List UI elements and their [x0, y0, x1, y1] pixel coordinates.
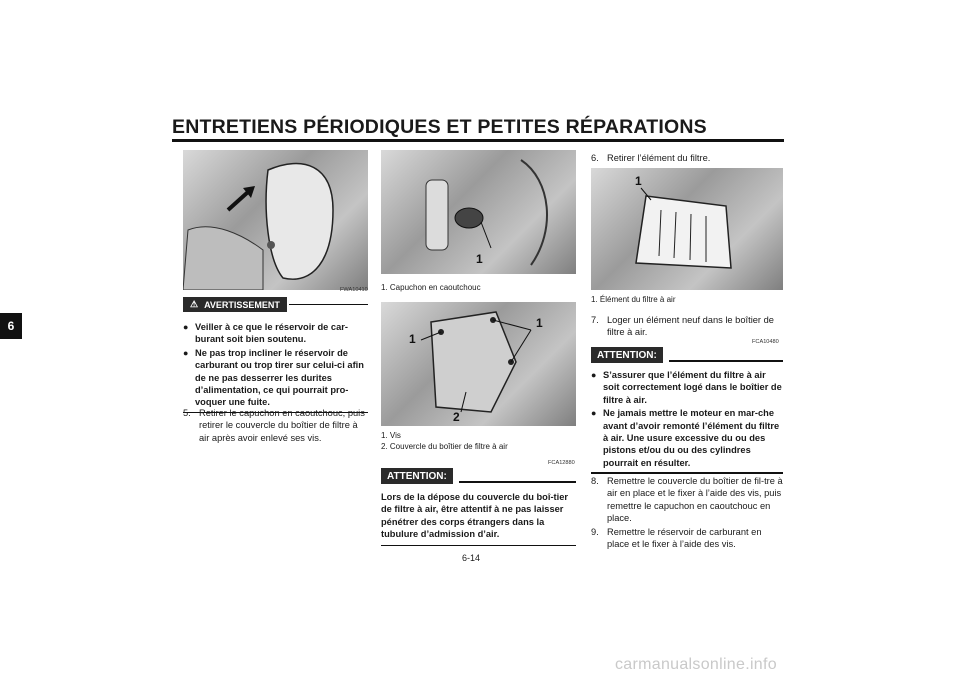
step-text: Loger un élément neuf dans le boîtier de…: [607, 315, 774, 338]
figure-caption: 1. Vis 2. Couvercle du boîtier de filtre…: [381, 430, 508, 452]
attention-rule: [668, 360, 783, 362]
attention-bullet: ● Ne jamais mettre le moteur en mar-che …: [591, 407, 783, 469]
warning-badge-label: AVERTISSEMENT: [204, 299, 280, 310]
step-number: 8.: [591, 476, 599, 486]
step-number: 6.: [591, 153, 599, 163]
caption-line: 2. Couvercle du boîtier de filtre à air: [381, 442, 508, 451]
step-number: 9.: [591, 526, 599, 537]
step-item: 5. Retirer le capuchon en caoutchouc, pu…: [183, 407, 368, 444]
page-title: ENTRETIENS PÉRIODIQUES ET PETITES RÉPARA…: [172, 116, 707, 138]
warning-rule: [288, 303, 368, 306]
air-filter-cover-drawing: [420, 311, 532, 413]
fuel-tank-drawing: [183, 162, 334, 290]
figure-caption: 1. Élément du filtre à air: [591, 294, 675, 305]
fuel-tank-lift-illustration: [183, 150, 368, 290]
step-number: 5.: [183, 408, 191, 418]
air-filter-cover-illustration: 1 1 2: [381, 302, 576, 426]
warning-bottom-rule: [183, 411, 368, 414]
warning-box: ⚠ AVERTISSEMENT ● Veiller à ce que le ré…: [183, 297, 368, 414]
attention-bullet-text: S’assurer que l’élément du filtre à air …: [603, 370, 782, 405]
rubber-cap-illustration: 1: [381, 150, 576, 274]
chapter-tab: 6: [0, 313, 22, 339]
caption-line: 1. Vis: [381, 431, 401, 440]
step-text: Retirer le capuchon en caoutchouc, puis …: [199, 408, 365, 443]
attention-code: FCA12880: [548, 460, 575, 466]
bullet-dot-icon: ●: [591, 370, 597, 380]
warning-badge: ⚠ AVERTISSEMENT: [183, 297, 287, 312]
warning-bullets: ● Veiller à ce que le réservoir de car-b…: [183, 321, 368, 409]
attention-badge: ATTENTION:: [591, 347, 663, 363]
warning-bullet-text: Ne pas trop incliner le réservoir de car…: [195, 347, 364, 408]
attention-box: ATTENTION: Lors de la dépose du couvercl…: [381, 468, 576, 547]
attention-bottom-rule: [591, 472, 783, 474]
attention-code: FCA10480: [752, 339, 779, 345]
rubber-cap-drawing: [425, 159, 548, 266]
bullet-dot-icon: ●: [183, 347, 189, 358]
warning-bullet: ● Ne pas trop incliner le réservoir de c…: [183, 347, 368, 409]
attention-header: ATTENTION:: [381, 468, 576, 484]
callout-number: 1: [409, 332, 416, 346]
attention-rule: [458, 481, 576, 483]
step-item: 8. Remettre le couvercle du boîtier de f…: [591, 475, 783, 525]
caption-line: 1. Élément du filtre à air: [591, 295, 676, 304]
attention-bottom-rule: [381, 544, 576, 547]
step-text: Retirer l’élément du filtre.: [607, 153, 711, 163]
warning-bullet-text: Veiller à ce que le réservoir de car-bur…: [195, 322, 348, 345]
steps-right-top: 6. Retirer l’élément du filtre.: [591, 152, 783, 164]
callout-number: 1: [536, 316, 543, 330]
step-item: 9. Remettre le réservoir de carburant en…: [591, 526, 783, 551]
bullet-dot-icon: ●: [591, 408, 597, 419]
figure-caption: 1. Capuchon en caoutchouc: [381, 282, 481, 293]
warning-triangle-icon: ⚠: [190, 299, 199, 309]
step-item: 7. Loger un élément neuf dans le boîtier…: [591, 314, 783, 339]
figure-code: FWA10410: [340, 287, 368, 293]
header-rule: [172, 139, 784, 142]
filter-element-illustration: 1: [591, 168, 783, 290]
steps-right-bottom: 8. Remettre le couvercle du boîtier de f…: [591, 475, 783, 550]
attention-bullet: ● S’assurer que l’élément du filtre à ai…: [591, 369, 783, 406]
attention-text: Lors de la dépose du couvercle du boî-ti…: [381, 492, 569, 540]
warning-header: ⚠ AVERTISSEMENT: [183, 297, 368, 312]
watermark: carmanualsonline.info: [615, 656, 777, 673]
step-number: 7.: [591, 315, 599, 325]
steps-left: 5. Retirer le capuchon en caoutchouc, pu…: [183, 407, 368, 444]
step-text: Remettre le réservoir de carburant en pl…: [607, 526, 762, 550]
caption-line: 1. Capuchon en caoutchouc: [381, 283, 481, 292]
attention-bullets: ● S’assurer que l’élément du filtre à ai…: [591, 369, 783, 469]
callout-number: 1: [476, 252, 483, 266]
page-number: 6-14: [462, 553, 481, 563]
attention-badge: ATTENTION:: [381, 468, 453, 484]
filter-element-drawing: [635, 187, 732, 269]
attention-header: ATTENTION:: [591, 347, 783, 363]
step-item: 6. Retirer l’élément du filtre.: [591, 152, 783, 164]
bullet-dot-icon: ●: [183, 322, 189, 332]
callout-number: 1: [635, 174, 642, 188]
steps-right-mid: 7. Loger un élément neuf dans le boîtier…: [591, 314, 783, 339]
callout-number: 2: [453, 410, 460, 424]
attention-box: ATTENTION: ● S’assurer que l’élément du …: [591, 347, 783, 474]
step-text: Remettre le couvercle du boîtier de fil-…: [607, 476, 783, 524]
attention-bullet-text: Ne jamais mettre le moteur en mar-che av…: [603, 408, 780, 468]
warning-bullet: ● Veiller à ce que le réservoir de car-b…: [183, 321, 368, 346]
